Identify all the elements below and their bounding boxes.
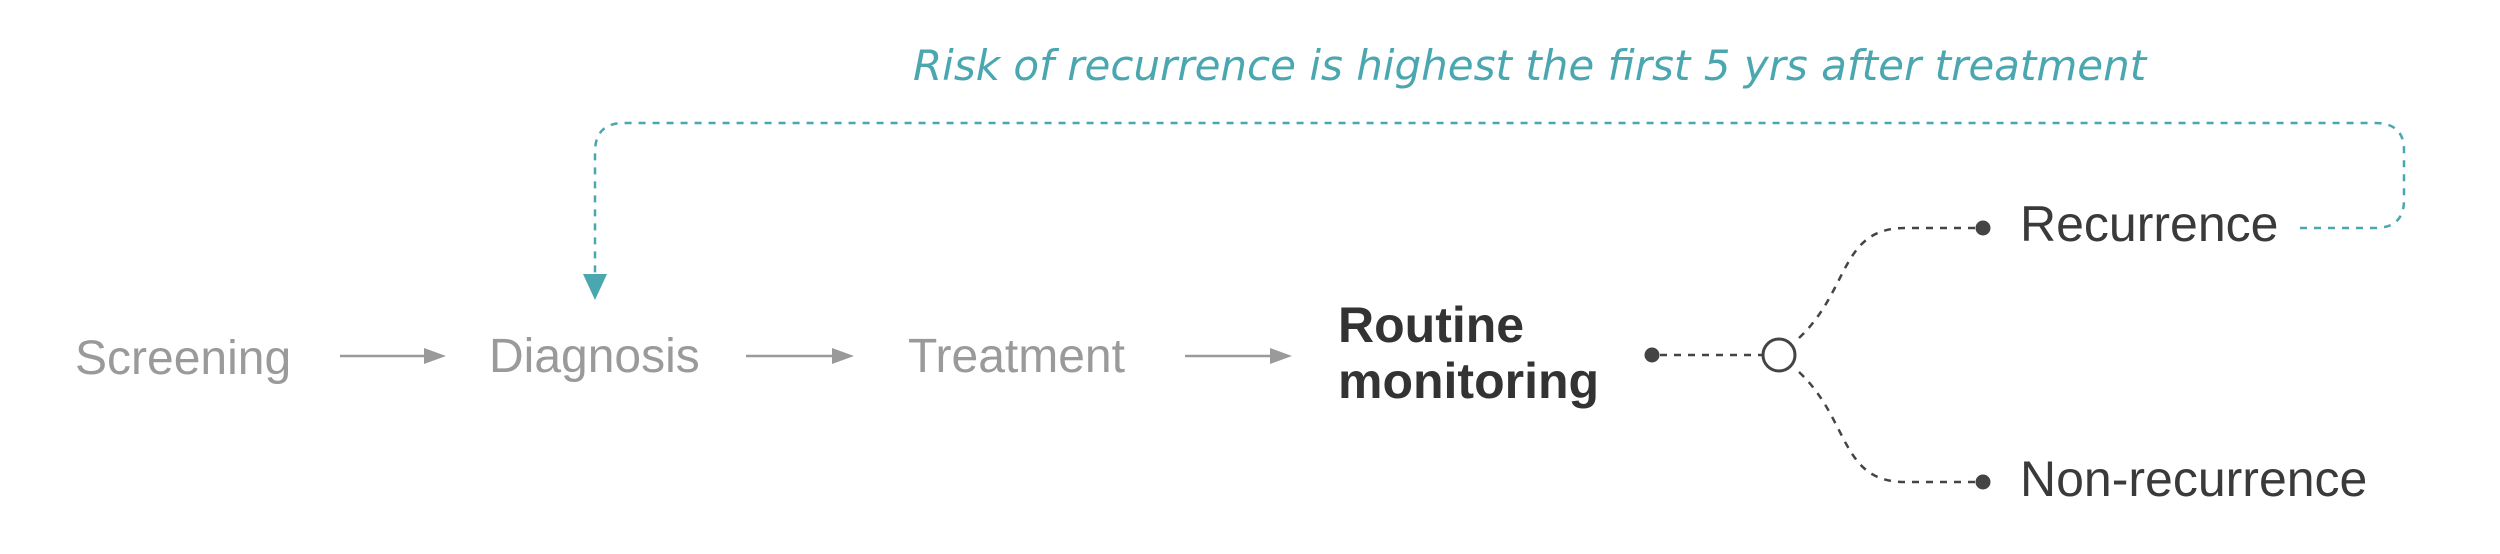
stage-diagnosis: Diagnosis bbox=[489, 330, 700, 383]
non-recurrence-dot bbox=[1975, 474, 1991, 490]
outcome-recurrence: Recurrence bbox=[2020, 196, 2278, 252]
outcome-branches bbox=[1644, 220, 1991, 490]
outcome-non-recurrence: Non-recurrence bbox=[2020, 451, 2367, 507]
feedback-loop-line bbox=[593, 121, 2406, 276]
arrow-diagnosis-to-treatment bbox=[746, 348, 854, 364]
arrow-treatment-to-monitoring bbox=[1185, 348, 1292, 364]
feedback-note: Risk of recurrence is highest the first … bbox=[913, 41, 2148, 90]
feedback-arrowhead bbox=[583, 274, 607, 300]
stage-treatment: Treatment bbox=[908, 330, 1125, 383]
stage-routine-monitoring-line1: Routine bbox=[1338, 297, 1524, 353]
stage-routine-monitoring-line2: monitoring bbox=[1338, 353, 1599, 409]
recurrence-dot bbox=[1975, 220, 1991, 236]
branch-to-recurrence bbox=[1798, 226, 1975, 339]
branch-to-non-recurrence bbox=[1798, 371, 1975, 484]
monitoring-dot bbox=[1644, 347, 1660, 363]
stage-screening: Screening bbox=[75, 332, 291, 385]
arrow-screening-to-diagnosis bbox=[340, 348, 446, 364]
decision-node bbox=[1761, 337, 1797, 373]
